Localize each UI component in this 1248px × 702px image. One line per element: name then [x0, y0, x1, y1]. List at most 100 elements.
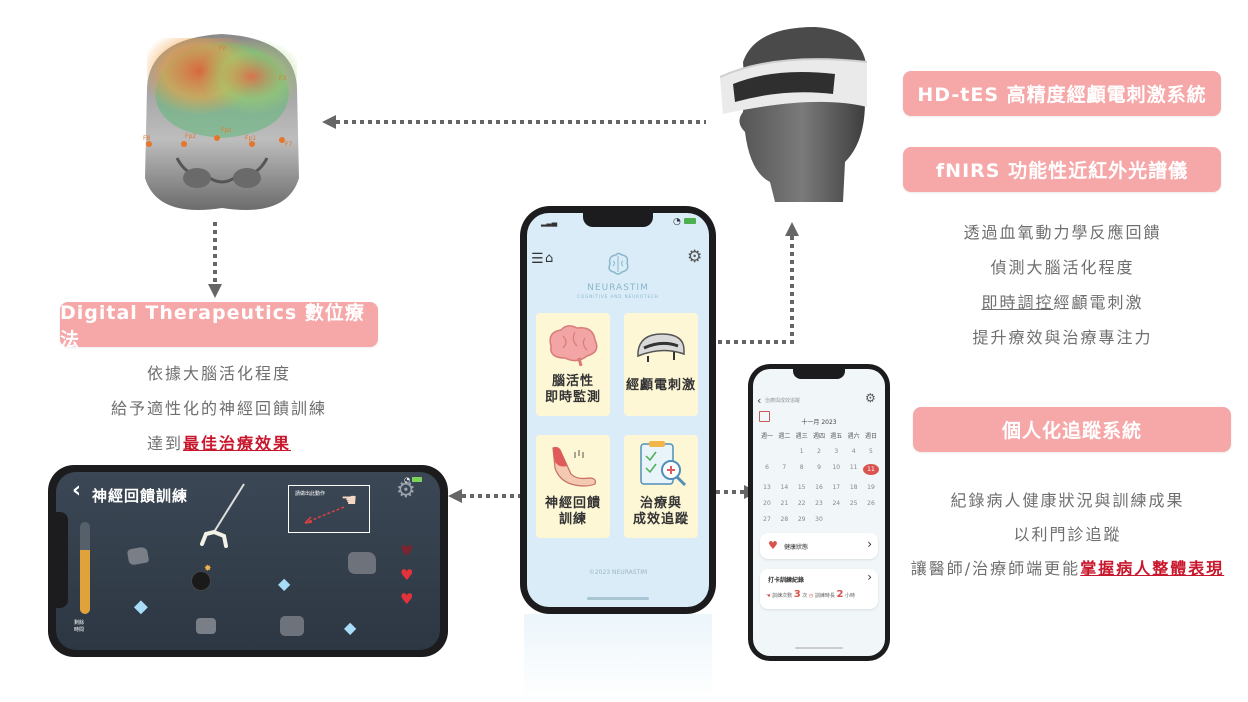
home-indicator: [587, 597, 649, 600]
phone-notch: [793, 369, 845, 379]
claw-icon: [200, 483, 245, 548]
fnirs-desc-line3: 經顱電刺激: [1053, 293, 1144, 312]
arm-icon: [545, 444, 601, 492]
fnirs-desc-line2: 偵測大腦活化程度: [990, 258, 1135, 277]
brand-subtitle: COGNITIVE AND NEUROTECH: [577, 294, 659, 299]
wifi-battery-icon: ◔: [673, 217, 696, 227]
wifi-battery-icon: ◔: [404, 476, 423, 484]
tile-label-tes: 經顱電刺激: [625, 378, 696, 393]
signal-icon: ▂▃▄: [541, 219, 558, 227]
hand-icon: ☚: [766, 593, 771, 599]
dtx-description: 依據大腦活化程度 給予適性化的神經回饋訓練 達到最佳治療效果: [60, 356, 378, 461]
calendar-icon: [759, 411, 770, 422]
train-unit: 次: [802, 593, 808, 599]
dtx-desc-prefix: 達到: [146, 434, 183, 453]
home-icon[interactable]: ⌂: [545, 251, 554, 266]
hand-gesture-icon: ☚: [341, 490, 358, 511]
fnirs-desc-line4: 提升療效與治療專注力: [972, 328, 1153, 347]
train-count: 3: [793, 589, 801, 600]
phone-reflection: [524, 614, 712, 702]
checkin-stats: ☚ 訓練次數 3 次 ◷ 訓練時長 2 小時: [766, 589, 855, 600]
tile-label-brain: 腦活性 即時監測: [544, 374, 601, 405]
arrow-phone-to-tracking: [700, 490, 744, 494]
game-screen: ‹ 神經回饋訓練 ⚙ ◔ 請做出此動作 ☚ 剩餘 時間 ◆ ◆ ◆ ✸ ♥ ♥ …: [56, 472, 440, 650]
arrow-head-left-2: [448, 489, 462, 503]
center-phone: ▂▃▄ ◔ ☰ ⌂ ⚙ NEURASTIM COGNITIVE AND NEUR…: [520, 206, 716, 614]
back-chevron-icon[interactable]: ‹: [72, 478, 82, 503]
tile-brain-monitor[interactable]: 腦活性 即時監測: [536, 313, 610, 416]
calendar-month: 十一月 2023: [801, 419, 837, 426]
tracking-description: 紀錄病人健康狀況與訓練成果 以利門診追蹤 讓醫師/治療師端更能掌握病人整體表現: [890, 484, 1245, 586]
brain-logo-icon: [604, 250, 632, 278]
heart-icon: ♥: [400, 590, 414, 608]
rock-icon: [126, 546, 150, 566]
dtx-desc-highlight: 最佳治療效果: [183, 434, 292, 453]
chevron-right-icon: ›: [867, 537, 872, 551]
tracking-desc-line1: 紀錄病人健康狀況與訓練成果: [950, 491, 1185, 510]
time-label: 訓練時長: [814, 593, 835, 599]
arrow-head-left: [322, 115, 336, 129]
brain-activation-image: Fz F3 Fp1 Fpz Fp2 F8 F7: [137, 28, 307, 218]
tracking-desc-line2: 以利門診追蹤: [1013, 525, 1122, 544]
arrow-phone-to-game: [462, 494, 540, 498]
tile-tracking[interactable]: 治療與 成效追蹤: [624, 435, 698, 538]
tile-tes[interactable]: 經顱電刺激: [624, 313, 698, 416]
chevron-right-icon: ›: [867, 570, 872, 584]
rock-icon: [348, 552, 376, 574]
game-title: 神經回饋訓練: [92, 487, 189, 505]
dtx-desc-line1: 依據大腦活化程度: [146, 364, 291, 383]
tracking-header: 治療與成效追蹤: [765, 398, 801, 404]
tile-neurofeedback[interactable]: 神經回饋 訓練: [536, 435, 610, 538]
diamond-icon: ◆: [278, 574, 291, 593]
calendar-day-highlight[interactable]: 11: [862, 464, 879, 475]
game-phone: ‹ 神經回饋訓練 ⚙ ◔ 請做出此動作 ☚ 剩餘 時間 ◆ ◆ ◆ ✸ ♥ ♥ …: [48, 465, 448, 657]
clipboard-icon: [633, 440, 689, 492]
fnirs-desc-line1: 透過血氧動力學反應回饋: [963, 223, 1162, 242]
arrow-head-up: [785, 222, 799, 236]
menu-icon[interactable]: ☰: [531, 251, 544, 267]
checkin-label: 打卡訓練紀錄: [768, 577, 805, 584]
tile-label-neurofeedback: 神經回饋 訓練: [544, 496, 601, 527]
electrode-label: Fpz: [221, 127, 231, 134]
time-meter: [80, 522, 90, 614]
heart-icon: ♥: [400, 542, 414, 560]
gear-icon[interactable]: ⚙: [865, 391, 876, 405]
gear-icon[interactable]: ⚙: [687, 247, 703, 267]
electrode-label: Fp2: [185, 133, 196, 140]
diamond-icon: ◆: [344, 618, 357, 637]
electrode-label: Fp1: [245, 135, 256, 142]
arrow-head-to-brain: [336, 120, 706, 124]
fnirs-desc-underlined: 即時調控: [981, 293, 1054, 312]
health-status-card[interactable]: ♥ 健康狀態 ›: [760, 533, 878, 559]
hdtes-label: HD-tES 高精度經顱電刺激系統: [903, 71, 1221, 116]
calendar-weekdays: 週一週二週三週四週五週六週日: [760, 433, 877, 440]
home-indicator: [795, 647, 843, 649]
heart-icon: ♥: [400, 566, 414, 584]
checkin-card[interactable]: 打卡訓練紀錄 › ☚ 訓練次數 3 次 ◷ 訓練時長 2 小時: [760, 569, 878, 609]
brand-name: NEURASTIM: [587, 283, 649, 293]
arrow-head-down: [208, 284, 222, 298]
tracking-desc-prefix: 讓醫師/治療師端更能: [910, 559, 1081, 578]
back-icon[interactable]: ‹: [757, 394, 762, 407]
time-unit: 小時: [845, 593, 856, 599]
electrode-label: Fz: [219, 45, 226, 52]
fnirs-label: fNIRS 功能性近紅外光譜儀: [903, 147, 1221, 192]
fnirs-description: 透過血氧動力學反應回饋 偵測大腦活化程度 即時調控經顱電刺激 提升療效與治療專注…: [920, 215, 1205, 355]
hint-text: 請做出此動作: [295, 491, 326, 497]
arrow-brain-to-dtx: [213, 222, 217, 284]
arrow-phone-up: [790, 236, 794, 344]
clock-icon: ◷: [808, 593, 814, 599]
electrode-label: F7: [285, 141, 292, 148]
rock-icon: [196, 618, 216, 634]
calendar-week: 678910111211: [759, 464, 879, 475]
electrode-label: F3: [279, 75, 286, 82]
tracking-desc-highlight: 掌握病人整體表現: [1080, 559, 1225, 578]
gear-icon[interactable]: ⚙: [396, 478, 416, 503]
brain-icon: [545, 322, 601, 370]
